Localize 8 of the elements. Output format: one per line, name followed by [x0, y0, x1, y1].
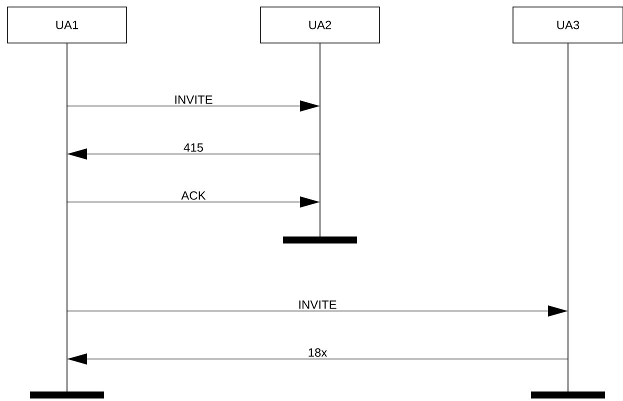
- participant-box: UA2: [260, 6, 380, 44]
- participant-box: UA3: [512, 6, 623, 44]
- message-label: 415: [184, 143, 203, 152]
- message-label: 18x: [308, 348, 328, 357]
- message-label: INVITE: [175, 96, 212, 104]
- message-label: ACK: [181, 191, 206, 200]
- participant-box: UA1: [7, 6, 127, 44]
- message-label: INVITE: [299, 300, 336, 309]
